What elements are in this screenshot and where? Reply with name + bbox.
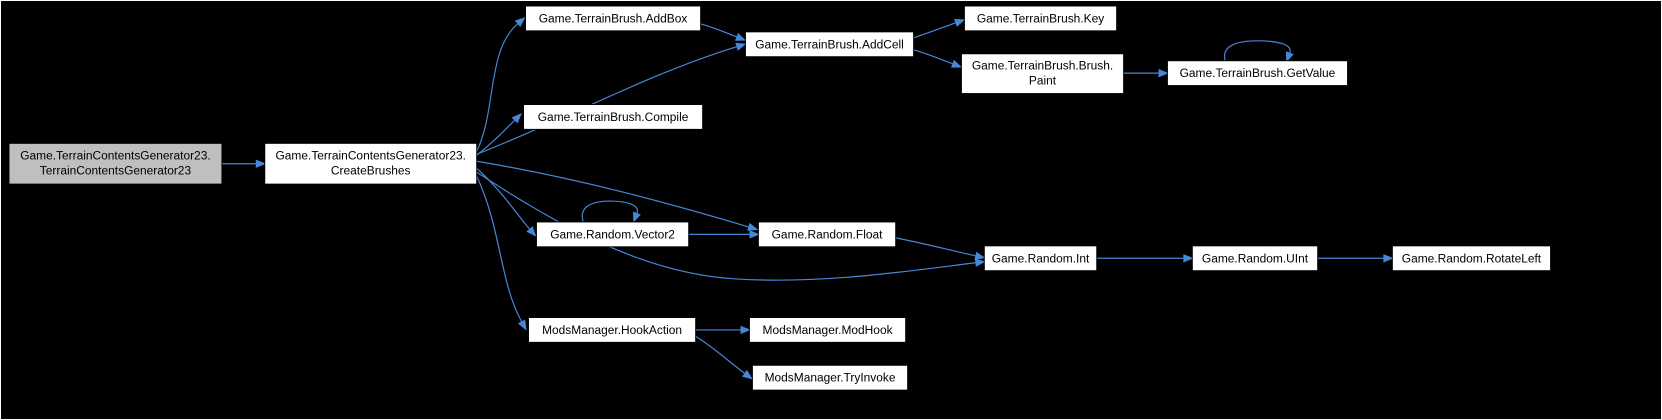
graph-node-random-rotate-left[interactable]: Game.Random.RotateLeft bbox=[1391, 245, 1552, 272]
graph-node-hook-action[interactable]: ModsManager.HookAction bbox=[527, 316, 697, 343]
graph-node-box bbox=[983, 245, 1098, 272]
graph-node-label: Game.TerrainBrush.AddBox bbox=[539, 11, 688, 25]
graph-node-label: Game.Random.Vector2 bbox=[550, 227, 675, 241]
call-edge-create-brushes--add-cell bbox=[476, 42, 747, 155]
graph-node-box bbox=[527, 316, 697, 343]
graph-node-label: CreateBrushes bbox=[331, 164, 411, 178]
graph-node-mod-hook[interactable]: ModsManager.ModHook bbox=[748, 316, 907, 343]
graph-node-box bbox=[960, 53, 1125, 95]
graph-node-get-value[interactable]: Game.TerrainBrush.GetValue bbox=[1166, 60, 1349, 87]
graph-node-label: TerrainContentsGenerator23 bbox=[40, 164, 192, 178]
graph-node-try-invoke[interactable]: ModsManager.TryInvoke bbox=[751, 364, 909, 391]
graph-node-box bbox=[264, 142, 478, 185]
graph-node-label: ModsManager.HookAction bbox=[542, 323, 682, 337]
graph-node-label: Game.Random.UInt bbox=[1202, 251, 1309, 265]
graph-node-random-int[interactable]: Game.Random.Int bbox=[983, 245, 1098, 272]
call-edge-create-brushes--random-float bbox=[476, 160, 759, 231]
graph-node-box bbox=[1391, 245, 1552, 272]
graph-node-random-float[interactable]: Game.Random.Float bbox=[757, 221, 897, 248]
graph-node-label: Game.Random.Float bbox=[772, 227, 883, 241]
graph-node-terrain-contents-generator23-ctor[interactable]: Game.TerrainContentsGenerator23.TerrainC… bbox=[8, 142, 223, 185]
graph-node-label: Game.TerrainBrush.GetValue bbox=[1180, 66, 1336, 80]
graph-node-create-brushes[interactable]: Game.TerrainContentsGenerator23.CreateBr… bbox=[264, 142, 478, 185]
call-edge-add-cell--brush-paint bbox=[913, 49, 963, 68]
graph-node-box bbox=[751, 364, 909, 391]
call-edge-create-brushes--hook-action bbox=[476, 175, 527, 331]
graph-node-add-box[interactable]: Game.TerrainBrush.AddBox bbox=[524, 5, 702, 32]
call-edge-create-brushes--add-box bbox=[476, 17, 526, 152]
graph-node-label: Game.TerrainBrush.Compile bbox=[538, 110, 689, 124]
graph-node-label: Game.TerrainBrush.AddCell bbox=[755, 37, 904, 51]
call-edge-random-float--random-int bbox=[895, 237, 986, 260]
call-edge-create-brushes--random-vector2 bbox=[476, 167, 537, 237]
graph-node-compile[interactable]: Game.TerrainBrush.Compile bbox=[523, 104, 704, 130]
graph-node-box bbox=[744, 31, 915, 58]
graph-node-box bbox=[757, 221, 897, 248]
graph-node-label: ModsManager.TryInvoke bbox=[765, 371, 896, 385]
graph-node-random-uint[interactable]: Game.Random.UInt bbox=[1191, 245, 1319, 272]
graph-node-box bbox=[8, 142, 223, 185]
graph-node-label: Game.TerrainContentsGenerator23. bbox=[20, 149, 210, 163]
graph-node-label: ModsManager.ModHook bbox=[763, 323, 893, 337]
call-edge-get-value--get-value bbox=[1223, 40, 1294, 63]
graph-node-random-vector2[interactable]: Game.Random.Vector2 bbox=[535, 221, 690, 248]
graph-node-box bbox=[524, 5, 702, 32]
graph-node-label: Game.Random.Int bbox=[992, 251, 1090, 265]
graph-node-box bbox=[963, 5, 1118, 32]
graph-node-key[interactable]: Game.TerrainBrush.Key bbox=[963, 5, 1118, 32]
call-edge-create-brushes--random-int bbox=[476, 171, 986, 281]
call-edge-create-brushes--compile bbox=[476, 113, 522, 156]
graph-node-label: Game.TerrainContentsGenerator23. bbox=[276, 149, 466, 163]
graph-node-box bbox=[1191, 245, 1319, 272]
graph-node-label: Game.TerrainBrush.Brush. bbox=[972, 59, 1113, 73]
graph-node-brush-paint[interactable]: Game.TerrainBrush.Brush.Paint bbox=[960, 53, 1125, 95]
graph-node-box bbox=[748, 316, 907, 343]
call-edge-random-vector2--random-vector2 bbox=[581, 200, 641, 223]
call-edge-add-box--add-cell bbox=[700, 23, 747, 41]
call-edge-hook-action--try-invoke bbox=[695, 335, 753, 380]
graph-node-label: Paint bbox=[1029, 74, 1057, 88]
graph-node-box bbox=[523, 104, 704, 130]
graph-node-label: Game.TerrainBrush.Key bbox=[977, 11, 1104, 25]
graph-node-box bbox=[535, 221, 690, 248]
graph-node-label: Game.Random.RotateLeft bbox=[1402, 251, 1542, 265]
call-edge-add-cell--key bbox=[913, 18, 966, 39]
graph-node-box bbox=[1166, 60, 1349, 87]
graph-node-add-cell[interactable]: Game.TerrainBrush.AddCell bbox=[744, 31, 915, 58]
